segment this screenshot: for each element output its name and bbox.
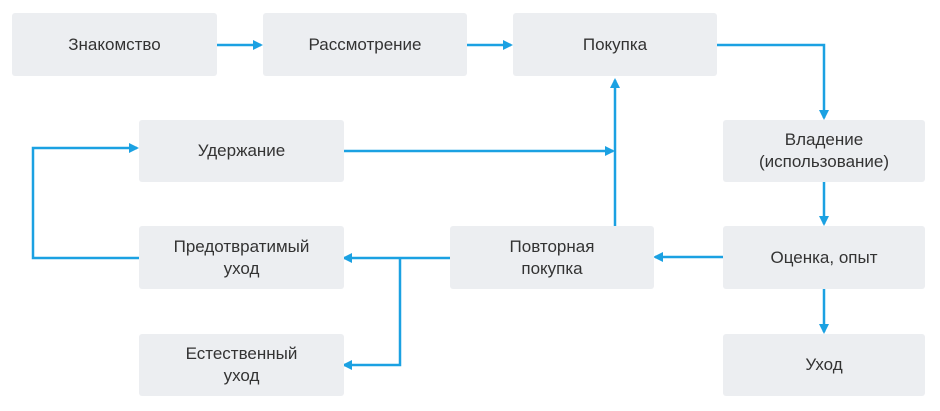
node-preventable-churn: Предотвратимый уход — [139, 226, 344, 289]
node-evaluation-label: Оценка, опыт — [770, 247, 878, 267]
node-repeat-purchase-label-line2: покупка — [521, 258, 583, 278]
node-awareness: Знакомство — [12, 13, 217, 76]
node-natural-churn-label-line1: Естественный — [185, 344, 298, 363]
node-natural-churn-label-line2: уход — [223, 366, 260, 385]
node-ownership-label-line2: (использование) — [758, 152, 890, 171]
node-repeat-purchase: Повторная покупка — [450, 226, 654, 289]
arrow-branch-to-natural-churn — [342, 258, 402, 370]
arrow-purchase-to-ownership — [717, 43, 829, 120]
node-awareness-label: Знакомство — [68, 34, 161, 54]
node-purchase-label: Покупка — [582, 34, 648, 54]
node-purchase: Покупка — [513, 13, 717, 76]
node-repeat-purchase-label-line1: Повторная — [509, 236, 595, 256]
node-evaluation: Оценка, опыт — [723, 226, 925, 289]
node-churn: Уход — [723, 334, 925, 396]
node-consideration: Рассмотрение — [263, 13, 467, 76]
node-ownership-label-line1: Владение — [784, 130, 864, 149]
node-retention: Удержание — [139, 120, 344, 182]
arrow-preventable-churn-to-retention — [31, 143, 139, 260]
node-retention-label: Удержание — [197, 141, 286, 160]
node-consideration-label: Рассмотрение — [308, 34, 422, 54]
node-natural-churn: Естественный уход — [139, 334, 344, 396]
node-preventable-churn-label-line1: Предотвратимый — [173, 236, 310, 256]
node-churn-label: Уход — [805, 355, 843, 374]
node-ownership: Владение (использование) — [723, 120, 925, 182]
node-preventable-churn-label-line2: уход — [223, 258, 260, 278]
